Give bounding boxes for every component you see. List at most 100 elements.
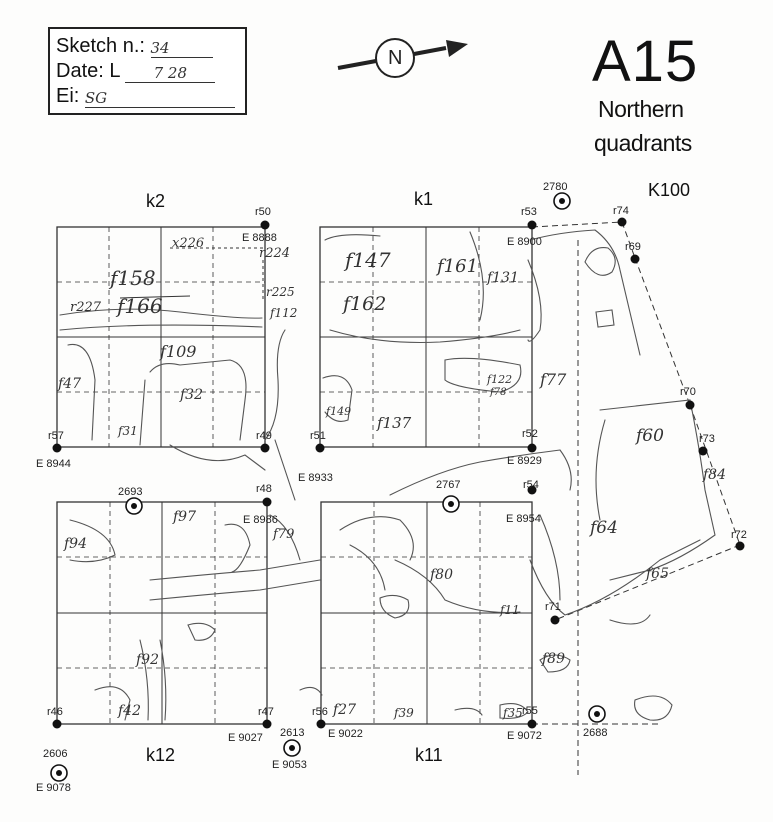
- north-arrow-icon: [337, 38, 468, 78]
- elevation-label-r57: E 8944: [36, 458, 71, 470]
- ei-value: SG: [84, 89, 235, 108]
- elevation-label-r52: E 8929: [507, 455, 542, 467]
- sketch-info-box: Sketch n.: 34 Date: L 7 28 Ei: SG: [48, 27, 247, 115]
- point-label-r69: r69: [625, 241, 641, 253]
- feature-label-f11: f11: [500, 603, 520, 617]
- benchmark-label-2606: 2606: [43, 748, 68, 760]
- quadrant-label-k12: k12: [146, 745, 176, 765]
- ei-row: Ei: SG: [56, 85, 235, 108]
- benchmark-label-2688: 2688: [583, 727, 608, 739]
- grid-k100: [531, 221, 741, 775]
- feature-label-f65: f65: [646, 566, 669, 582]
- quadrant-label-k11: k11: [415, 745, 443, 765]
- feature-label-f80: f80: [430, 567, 453, 583]
- elevation-label-r49: E 8933: [298, 472, 333, 484]
- feature-label-f97: f97: [173, 509, 196, 525]
- point-label-r55: r55: [522, 705, 538, 717]
- feature-label-f42: f42: [118, 703, 141, 719]
- feature-label-f161: f161: [437, 256, 479, 277]
- point-label-r53: r53: [521, 206, 537, 218]
- feature-label-f166: f166: [117, 294, 163, 318]
- point-label-r70: r70: [680, 386, 696, 398]
- page-title: A15: [592, 29, 699, 94]
- date-label: Date: L: [56, 60, 120, 82]
- feature-label-f92: f92: [136, 652, 159, 668]
- benchmark-centers: [56, 198, 600, 776]
- north-label: N: [388, 47, 403, 69]
- point-label-r74: r74: [613, 205, 629, 217]
- subtitle-line1: Northern: [598, 96, 684, 122]
- feature-label-r224: r224: [259, 246, 291, 261]
- point-label-r71: r71: [545, 601, 561, 613]
- point-label-r54: r54: [523, 479, 539, 491]
- sketch-number-row: Sketch n.: 34: [56, 35, 213, 58]
- feature-label-f31: f31: [118, 424, 138, 438]
- elevation-label-2606: E 9078: [36, 782, 71, 794]
- feature-label-r225: r225: [266, 285, 295, 299]
- feature-label-f89: f89: [542, 651, 565, 667]
- quadrant-label-k100: K100: [648, 180, 691, 200]
- benchmark-label-2767: 2767: [436, 479, 461, 491]
- feature-label-f77: f77: [540, 370, 567, 389]
- quadrant-label-k1: k1: [414, 189, 434, 209]
- elevation-label-r53: E 8900: [507, 236, 542, 248]
- point-label-r50: r50: [255, 206, 271, 218]
- feature-label-f149: f149: [326, 405, 352, 418]
- feature-label-f84: f84: [703, 467, 726, 483]
- sketched-features: [59, 229, 716, 721]
- point-label-r46: r46: [47, 706, 63, 718]
- feature-label-x226: x226: [172, 236, 205, 251]
- elevation-label-r54: E 8954: [506, 513, 541, 525]
- feature-label-f32: f32: [180, 387, 203, 403]
- grid-k12: [56, 501, 268, 725]
- point-label-r57: r57: [48, 430, 64, 442]
- point-label-r72: r72: [731, 529, 747, 541]
- point-label-r47: r47: [258, 706, 274, 718]
- subtitle-line2: quadrants: [594, 130, 692, 156]
- grid-k2: [56, 226, 266, 448]
- feature-label-f131: f131: [487, 270, 519, 286]
- feature-label-f35: f35: [503, 706, 523, 720]
- benchmark-label-2613: 2613: [280, 727, 305, 739]
- date-row: Date: L 7 28: [56, 60, 216, 83]
- feature-label-r227: r227: [70, 300, 102, 315]
- feature-label-f158: f158: [110, 266, 156, 290]
- point-label-r73: r73: [699, 433, 715, 445]
- point-label-r56: r56: [312, 706, 328, 718]
- date-value: 7 28: [125, 64, 216, 83]
- elevation-label-2613: E 9053: [272, 759, 307, 771]
- elevation-label-r55: E 9072: [507, 730, 542, 742]
- survey-points: [52, 217, 745, 729]
- benchmark-label-2693: 2693: [118, 486, 143, 498]
- feature-label-f39: f39: [394, 706, 414, 720]
- sketch-number-value: 34: [150, 39, 213, 58]
- grid-k11: [320, 501, 533, 725]
- ei-label: Ei:: [56, 85, 80, 107]
- feature-label-f27: f27: [333, 702, 356, 718]
- sketch-number-label: Sketch n.:: [56, 35, 145, 57]
- feature-label-f94: f94: [64, 536, 87, 552]
- point-label-r49: r49: [256, 430, 272, 442]
- feature-leaders: [119, 247, 265, 300]
- feature-label-f109: f109: [160, 342, 197, 361]
- grid-k1: [319, 226, 533, 448]
- feature-label-f162: f162: [343, 293, 387, 315]
- feature-label-f147: f147: [345, 248, 391, 272]
- point-label-r51: r51: [310, 430, 326, 442]
- feature-label-f60: f60: [636, 426, 664, 446]
- point-label-r48: r48: [256, 483, 272, 495]
- feature-label-f78: f78: [490, 387, 507, 398]
- feature-label-f47: f47: [58, 376, 81, 392]
- elevation-label-r48: E 8986: [243, 514, 278, 526]
- feature-label-f137: f137: [377, 414, 412, 432]
- elevation-label-r47: E 9027: [228, 732, 263, 744]
- elevation-label-r56: E 9022: [328, 728, 363, 740]
- feature-label-f64: f64: [590, 518, 618, 538]
- point-label-r52: r52: [522, 428, 538, 440]
- feature-label-f122: f122: [487, 373, 513, 386]
- benchmark-label-2780: 2780: [543, 181, 568, 193]
- feature-label-f112: f112: [270, 306, 298, 320]
- elevation-label-r50: E 8888: [242, 232, 277, 244]
